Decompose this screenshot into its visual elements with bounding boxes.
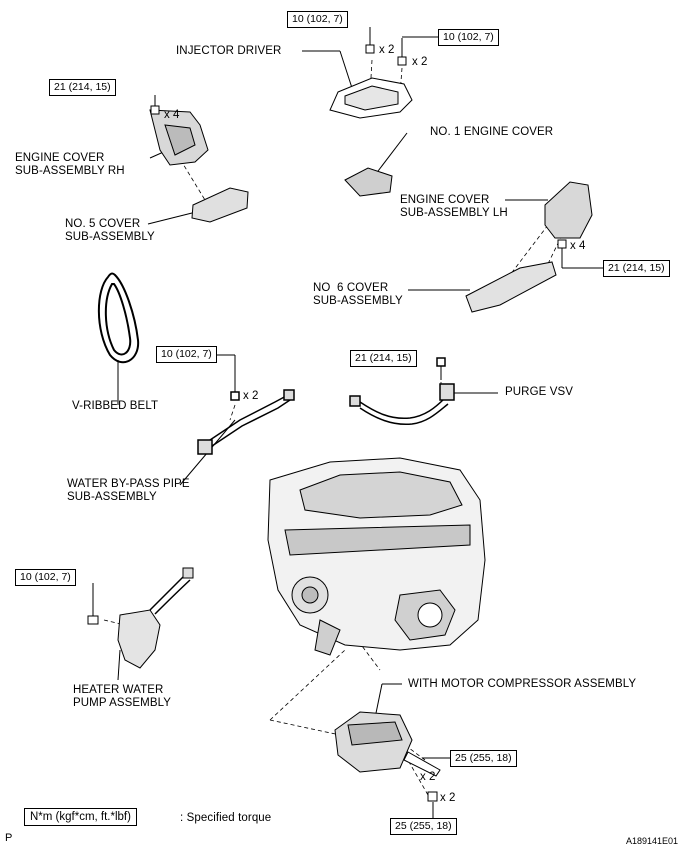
engine-assembly-part [267,457,486,656]
torque-box-heater-pump: 10 (102, 7) [15,569,76,586]
qty-compressor-nut: x 2 [440,792,456,804]
label-water-bypass-pipe: WATER BY-PASS PIPE SUB-ASSEMBLY [67,478,190,503]
torque-box-compressor-bolt: 25 (255, 18) [450,750,517,767]
label-heater-water-pump: HEATER WATER PUMP ASSEMBLY [73,684,172,709]
torque-box-cover-rh: 21 (214, 15) [49,79,116,96]
motor-compressor-part [334,711,441,802]
no6-cover-part [465,261,557,313]
qty-cover-rh: x 4 [164,109,180,121]
qty-compressor-bolt: x 2 [420,771,436,783]
torque-box-injector-bolt: 10 (102, 7) [287,11,348,28]
torque-box-injector-nut: 10 (102, 7) [438,29,499,46]
torque-box-purge-vsv: 21 (214, 15) [350,350,417,367]
purge-vsv-hose-part [349,357,455,426]
label-engine-cover-rh: ENGINE COVER SUB-ASSEMBLY RH [15,152,125,177]
injector-driver-part [329,44,413,119]
heater-water-pump-part [87,567,194,669]
figure-id: A189141E01 [626,836,679,846]
water-bypass-pipe-part [197,389,295,455]
v-ribbed-belt-part [97,272,140,364]
engine-cover-rh-part [149,105,209,166]
label-no6-cover: NO 6 COVER SUB-ASSEMBLY [313,282,403,307]
qty-cover-lh: x 4 [570,240,586,252]
qty-water-bypass: x 2 [243,390,259,402]
label-no1-engine-cover: NO. 1 ENGINE COVER [430,126,554,138]
qty-injector-bolt: x 2 [379,44,395,56]
legend-description: : Specified torque [180,812,272,824]
legend-torque-unit: N*m (kgf*cm, ft.*lbf) [24,808,137,826]
label-no5-cover: NO. 5 COVER SUB-ASSEMBLY [65,218,155,243]
torque-box-water-bypass: 10 (102, 7) [156,346,217,363]
label-injector-driver: INJECTOR DRIVER [176,45,282,57]
no5-cover-part [191,187,249,223]
no1-engine-cover-part [344,167,393,197]
qty-injector-nut: x 2 [412,56,428,68]
label-engine-cover-lh: ENGINE COVER SUB-ASSEMBLY LH [400,194,508,219]
label-motor-compressor: WITH MOTOR COMPRESSOR ASSEMBLY [408,678,637,690]
label-v-ribbed-belt: V-RIBBED BELT [72,400,159,412]
label-purge-vsv: PURGE VSV [505,386,574,398]
torque-box-compressor-nut: 25 (255, 18) [390,818,457,835]
engine-cover-lh-part [544,181,593,249]
corner-mark: P [5,832,13,844]
torque-box-cover-lh: 21 (214, 15) [603,260,670,277]
